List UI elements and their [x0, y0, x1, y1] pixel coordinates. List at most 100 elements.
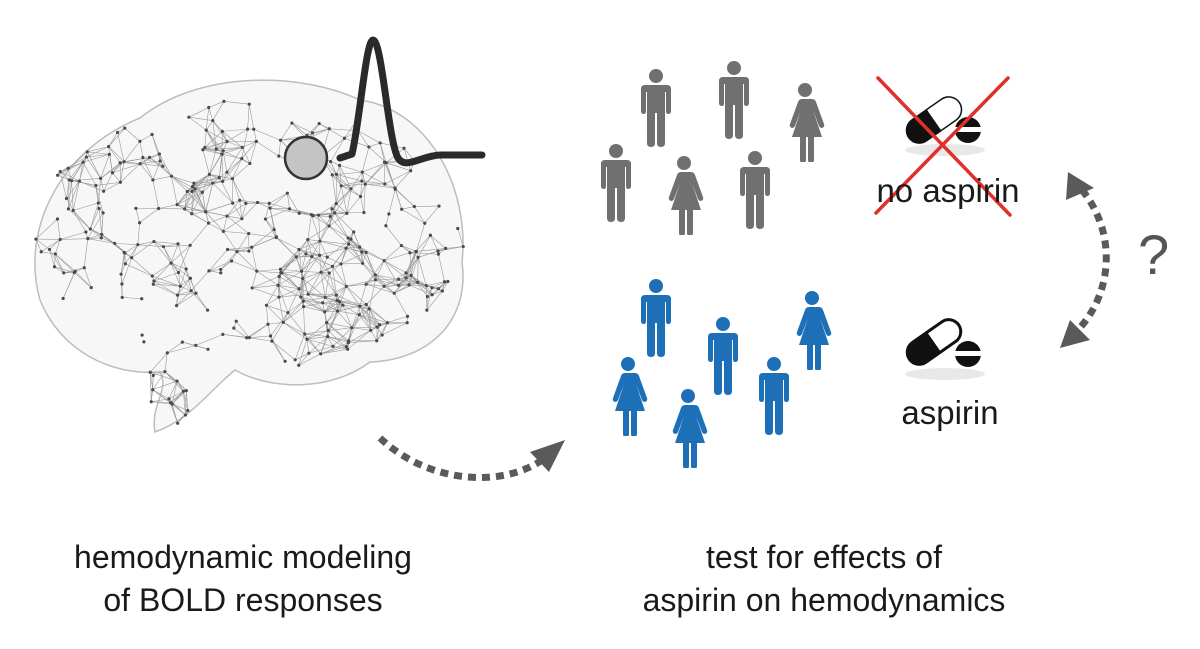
brain-node	[176, 421, 180, 425]
brain-node	[425, 308, 429, 312]
brain-node	[203, 145, 207, 150]
brain-node	[221, 332, 225, 336]
brain-node	[99, 236, 103, 240]
brain-node	[244, 201, 248, 205]
brain-node	[306, 292, 310, 296]
brain-node	[446, 279, 450, 284]
brain-node	[334, 172, 338, 177]
brain-node	[350, 326, 354, 330]
brain-node	[101, 211, 105, 215]
brain-node	[64, 196, 69, 201]
brain-node	[107, 145, 111, 149]
brain-node	[294, 255, 298, 259]
brain-node	[327, 224, 331, 228]
brain-node	[136, 243, 140, 247]
brain-node	[317, 253, 322, 257]
brain-node	[333, 211, 337, 215]
brain-node	[373, 278, 378, 282]
brain-node	[297, 247, 301, 252]
brain-node	[306, 237, 310, 242]
brain-node	[414, 249, 418, 254]
person-male-icon	[719, 61, 749, 139]
brain-node	[396, 277, 401, 281]
brain-node	[436, 249, 440, 253]
brain-node	[377, 323, 382, 327]
left-caption-line2: of BOLD responses	[103, 582, 383, 618]
cross-out-icon	[874, 76, 1012, 217]
brain-node	[245, 336, 249, 340]
brain-node	[107, 152, 111, 156]
brain-node	[307, 351, 311, 355]
brain-node	[310, 255, 314, 259]
brain-node	[115, 130, 120, 135]
brain-node	[305, 337, 309, 341]
brain-node	[122, 250, 126, 255]
brain-node	[225, 247, 230, 252]
brain-node	[138, 139, 142, 143]
brain-node	[185, 189, 189, 194]
brain-node	[437, 204, 441, 208]
brain-node	[409, 169, 413, 173]
brain-node	[278, 267, 283, 271]
brain-node	[175, 293, 180, 297]
brain-node	[120, 295, 124, 300]
brain-node	[217, 175, 221, 180]
brain-node	[34, 237, 38, 241]
brain-node	[375, 325, 379, 329]
brain-node	[190, 212, 194, 216]
brain-node	[100, 232, 104, 236]
brain-node	[187, 115, 191, 119]
brain-node	[134, 206, 138, 210]
brain-node	[113, 241, 117, 245]
brain-node	[150, 274, 154, 278]
brain-node	[299, 295, 303, 299]
brain-node	[384, 224, 388, 228]
brain-node	[380, 333, 384, 337]
brain-node	[247, 336, 251, 340]
brain-node	[424, 284, 428, 288]
brain-node	[248, 161, 252, 166]
brain-node	[181, 389, 185, 393]
person-male-icon	[601, 144, 631, 222]
brain-node	[358, 304, 362, 308]
brain-node	[361, 261, 365, 265]
brain-node	[200, 190, 204, 194]
left-caption-line1: hemodynamic modeling	[74, 539, 412, 575]
person-male-icon	[641, 69, 671, 147]
brain-node	[214, 147, 218, 151]
brain-node	[310, 131, 315, 135]
brain-node	[318, 239, 322, 243]
brain-node	[287, 207, 292, 211]
brain-node	[240, 145, 244, 150]
brain-node	[281, 320, 285, 324]
brain-node	[175, 303, 179, 308]
brain-node	[393, 187, 397, 191]
brain-node	[367, 145, 371, 149]
brain-node	[375, 339, 379, 343]
aspirin-label: aspirin	[901, 394, 999, 431]
brain-node	[58, 237, 62, 242]
brain-node	[283, 359, 287, 363]
brain-node	[319, 352, 323, 356]
brain-node	[204, 210, 208, 214]
brain-node	[456, 226, 460, 231]
brain-node	[163, 370, 167, 374]
brain-node	[194, 291, 198, 295]
brain-node	[255, 269, 259, 273]
brain-node	[147, 155, 152, 159]
brain-node	[207, 269, 211, 273]
brain-node	[191, 184, 195, 189]
brain-node	[382, 284, 386, 288]
brain-node	[47, 247, 52, 252]
brain-node	[140, 333, 144, 337]
brain-node	[387, 212, 391, 216]
brain-node	[328, 214, 332, 219]
brain-node	[442, 280, 447, 284]
brain-node	[254, 139, 258, 143]
brain-node	[321, 301, 325, 305]
treatment-group	[612, 279, 832, 468]
brain-node	[364, 250, 368, 255]
brain-node	[274, 235, 279, 239]
brain-node	[180, 340, 184, 344]
